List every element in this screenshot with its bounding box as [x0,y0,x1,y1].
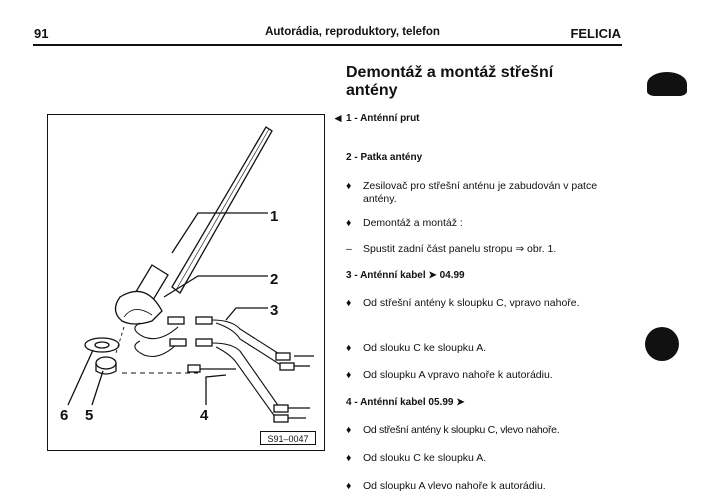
antenna-figure: 1 2 3 4 5 6 S91–0047 [47,114,325,451]
bullet-icon: ♦ [346,342,352,354]
punch-hole-mark [645,327,679,361]
page-title-line-1: Demontáž a montáž střešní [346,64,554,81]
list-item: ♦ Od sloupku A vpravo nahoře k autorádiu… [346,369,553,381]
figure-label-6: 6 [60,407,69,424]
page-number: 91 [34,26,49,41]
thumb-index-mark [647,72,687,96]
list-item: – Spustit zadní část panelu stropu ⇒ obr… [346,243,557,255]
list-item: ♦ Od slouku C ke sloupku A. [346,452,487,464]
list-item: ♦ Zesilovač pro střešní anténu je zabudo… [346,180,598,205]
item-heading-1: 1 - Anténní prut [346,113,420,124]
dash-icon: – [346,243,352,255]
figure-label-3: 3 [270,302,279,319]
bullet-icon: ♦ [346,480,352,492]
item-heading-4: 4 - Anténní kabel 05.99 ➤ [346,397,465,408]
list-item: ♦ Od střešní antény k sloupku C, vpravo … [346,297,580,309]
bullet-icon: ♦ [346,180,352,192]
list-item: ♦ Od střešní antény k sloupku C, vlevo n… [346,424,560,436]
bullet-icon: ♦ [346,217,352,229]
page-header: 91 Autorádia, reproduktory, telefon FELI… [0,26,705,46]
bullet-icon: ♦ [346,424,352,436]
bullet-icon: ♦ [346,452,352,464]
page-title: Demontáž a montáž střešní antény [346,64,606,100]
item-heading-2: 2 - Patka antény [346,152,423,163]
item-heading-3: 3 - Anténní kabel ➤ 04.99 [346,270,465,281]
list-item: ♦ Od slouku C ke sloupku A. [346,342,487,354]
list-item: ♦ Od sloupku A vlevo nahoře k autorádiu. [346,480,546,492]
antenna-drawing [67,126,314,423]
bullet-icon: ♦ [346,297,352,309]
figure-code: S91–0047 [260,431,316,445]
figure-label-2: 2 [270,271,279,288]
header-rule [33,44,622,46]
list-item: ♦ Demontáž a montáž : [346,217,463,229]
bullet-icon: ♦ [346,369,352,381]
figure-label-4: 4 [200,407,209,424]
figure-pointer-icon: ◄ [332,111,344,125]
page-title-line-2: antény [346,82,398,99]
header-title: Autorádia, reproduktory, telefon [265,26,440,38]
figure-label-1: 1 [270,208,279,225]
figure-label-5: 5 [85,407,94,424]
header-brand: FELICIA [570,26,621,41]
